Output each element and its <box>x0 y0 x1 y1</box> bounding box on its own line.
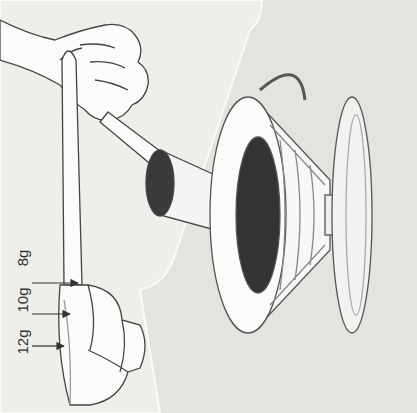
measuring-scoop <box>59 51 145 405</box>
weight-label: 12g <box>15 329 30 354</box>
weight-label: 8g <box>15 250 30 267</box>
pouring-scoop <box>100 112 225 230</box>
dripper <box>210 75 372 333</box>
weight-label: 10g <box>15 287 30 312</box>
leader-arrow <box>32 283 78 346</box>
